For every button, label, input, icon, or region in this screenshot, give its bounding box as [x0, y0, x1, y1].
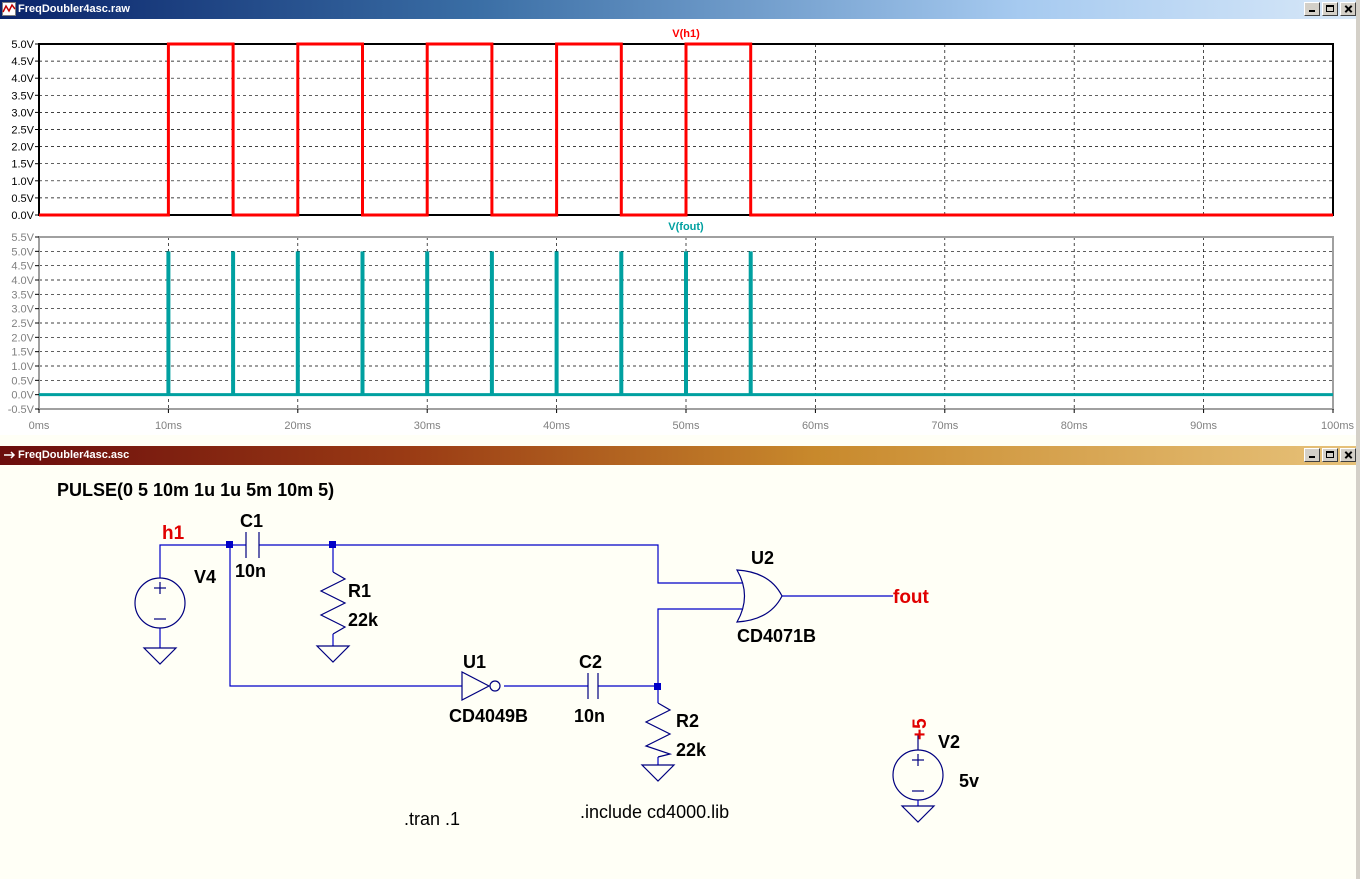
value-r2[interactable]: 22k — [676, 740, 707, 760]
minimize-button[interactable] — [1304, 2, 1320, 16]
trace-title-fout[interactable]: V(fout) — [668, 221, 704, 233]
schematic-icon — [4, 451, 16, 459]
label-c2[interactable]: C2 — [579, 652, 602, 672]
y-tick-label: 0.5V — [11, 375, 34, 387]
wires — [159, 544, 919, 806]
y-tick-label: 4.0V — [11, 73, 34, 85]
y-tick-label: 1.5V — [11, 347, 34, 359]
x-ticks: 0ms 10ms 20ms 30ms 40ms 50ms 60ms 70ms 80ms 90ms 1… — [29, 409, 1355, 432]
y-tick-label: 3.0V — [11, 107, 34, 119]
net-label-h1[interactable]: h1 — [162, 523, 185, 544]
y-tick-label: 0.0V — [11, 210, 34, 222]
model-u2[interactable]: CD4071B — [737, 626, 816, 646]
y-tick-label: 4.5V — [11, 56, 34, 68]
waveform-window-titlebar[interactable]: FreqDoubler4asc.raw — [0, 0, 1360, 19]
y-tick-label: 1.5V — [11, 159, 34, 171]
pane-fout[interactable]: -0.5V 0.0V 0.5V 1.0V 1.5V 2.0V 2.5V 3.0V 3.5V 4.0… — [8, 221, 1355, 432]
y-tick-label: 3.5V — [11, 289, 34, 301]
waveform-icon — [2, 2, 16, 16]
waveform-plots[interactable]: 0.0V 0.5V 1.0V 1.5V 2.0V 2.5V 3.0V 3.5V 4.0V 4.5V… — [0, 19, 1360, 435]
maximize-button[interactable] — [1322, 2, 1338, 16]
y-tick-label: 3.0V — [11, 304, 34, 316]
label-u2[interactable]: U2 — [751, 548, 774, 568]
trace-v-fout[interactable] — [39, 251, 1333, 397]
trace-title-h1[interactable]: V(h1) — [672, 28, 700, 40]
directive-include[interactable]: .include cd4000.lib — [580, 802, 729, 822]
y-tick-label: 2.0V — [11, 332, 34, 344]
x-tick-label: 30ms — [414, 420, 441, 432]
ground-symbol-r1 — [315, 645, 351, 663]
ground-symbol-v4 — [142, 647, 178, 665]
schematic-window: FreqDoubler4asc.asc — [0, 446, 1360, 879]
y-tick-label: 3.5V — [11, 90, 34, 102]
schematic-window-title: FreqDoubler4asc.asc — [18, 449, 130, 461]
x-tick-label: 90ms — [1190, 420, 1217, 432]
value-v2[interactable]: 5v — [959, 771, 979, 791]
value-r1[interactable]: 22k — [348, 610, 379, 630]
maximize-button[interactable] — [1322, 448, 1338, 462]
waveform-window: FreqDoubler4asc.raw 0.0V 0.5V 1.0V 1.5V 2.0V… — [0, 0, 1360, 436]
label-c1[interactable]: C1 — [240, 511, 263, 531]
capacitor-c2[interactable] — [587, 673, 599, 699]
directive-tran[interactable]: .tran .1 — [404, 809, 460, 829]
label-r1[interactable]: R1 — [348, 581, 371, 601]
y-tick-label: -0.5V — [8, 404, 35, 416]
y-ticks-h1: 0.0V 0.5V 1.0V 1.5V 2.0V 2.5V 3.0V 3.5V 4.0V 4.5V… — [11, 39, 39, 222]
schematic-canvas[interactable]: PULSE(0 5 10m 1u 1u 5m 10m 5) h1 V4 C1 1… — [0, 465, 1356, 879]
pane-h1[interactable]: 0.0V 0.5V 1.0V 1.5V 2.0V 2.5V 3.0V 3.5V 4.0V 4.5V… — [11, 28, 1334, 222]
x-tick-label: 80ms — [1061, 420, 1088, 432]
net-label-plus5[interactable]: +5 — [910, 718, 931, 740]
capacitor-c1[interactable] — [245, 532, 260, 558]
label-r2[interactable]: R2 — [676, 711, 699, 731]
model-u1[interactable]: CD4049B — [449, 706, 528, 726]
x-tick-label: 0ms — [29, 420, 50, 432]
voltage-source-v2[interactable] — [892, 734, 944, 801]
value-c1[interactable]: 10n — [235, 561, 266, 581]
x-tick-label: 40ms — [543, 420, 570, 432]
y-tick-label: 0.5V — [11, 193, 34, 205]
or-gate-u2[interactable] — [735, 569, 783, 623]
ground-symbol-r2 — [640, 764, 676, 782]
y-tick-label: 1.0V — [11, 361, 34, 373]
x-tick-label: 50ms — [673, 420, 700, 432]
y-tick-label: 4.0V — [11, 275, 34, 287]
junction-dots — [226, 541, 661, 690]
y-ticks-fout: -0.5V 0.0V 0.5V 1.0V 1.5V 2.0V 2.5V 3.0V 3.5V 4.0… — [8, 232, 39, 416]
y-tick-label: 2.5V — [11, 318, 34, 330]
label-v2[interactable]: V2 — [938, 732, 960, 752]
y-tick-label: 2.0V — [11, 142, 34, 154]
ground-symbol-v2 — [900, 805, 936, 823]
y-tick-label: 0.0V — [11, 390, 34, 402]
close-button[interactable] — [1340, 448, 1356, 462]
schematic-window-titlebar[interactable]: FreqDoubler4asc.asc — [0, 446, 1360, 465]
plot-area[interactable]: 0.0V 0.5V 1.0V 1.5V 2.0V 2.5V 3.0V 3.5V 4.0V 4.5V… — [0, 19, 1360, 435]
trace-v-h1[interactable] — [39, 42, 1333, 217]
window-border — [1356, 0, 1360, 879]
close-button[interactable] — [1340, 2, 1356, 16]
y-tick-label: 1.0V — [11, 176, 34, 188]
inverter-u1[interactable] — [461, 671, 501, 701]
x-tick-label: 60ms — [802, 420, 829, 432]
voltage-source-v4[interactable] — [134, 577, 186, 629]
y-tick-label: 5.5V — [11, 232, 34, 244]
pulse-spec[interactable]: PULSE(0 5 10m 1u 1u 5m 10m 5) — [57, 480, 334, 500]
x-tick-label: 70ms — [931, 420, 958, 432]
value-c2[interactable]: 10n — [574, 706, 605, 726]
y-tick-label: 5.0V — [11, 246, 34, 258]
x-tick-label: 100ms — [1321, 420, 1355, 432]
resistor-r1[interactable] — [319, 571, 347, 635]
x-tick-label: 10ms — [155, 420, 182, 432]
net-label-fout[interactable]: fout — [893, 587, 930, 608]
resistor-r2[interactable] — [644, 702, 673, 758]
y-tick-label: 5.0V — [11, 39, 34, 51]
y-tick-label: 2.5V — [11, 125, 34, 137]
y-tick-label: 4.5V — [11, 261, 34, 273]
x-tick-label: 20ms — [284, 420, 311, 432]
minimize-button[interactable] — [1304, 448, 1320, 462]
label-v4[interactable]: V4 — [194, 567, 216, 587]
label-u1[interactable]: U1 — [463, 652, 486, 672]
waveform-window-title: FreqDoubler4asc.raw — [18, 3, 130, 15]
